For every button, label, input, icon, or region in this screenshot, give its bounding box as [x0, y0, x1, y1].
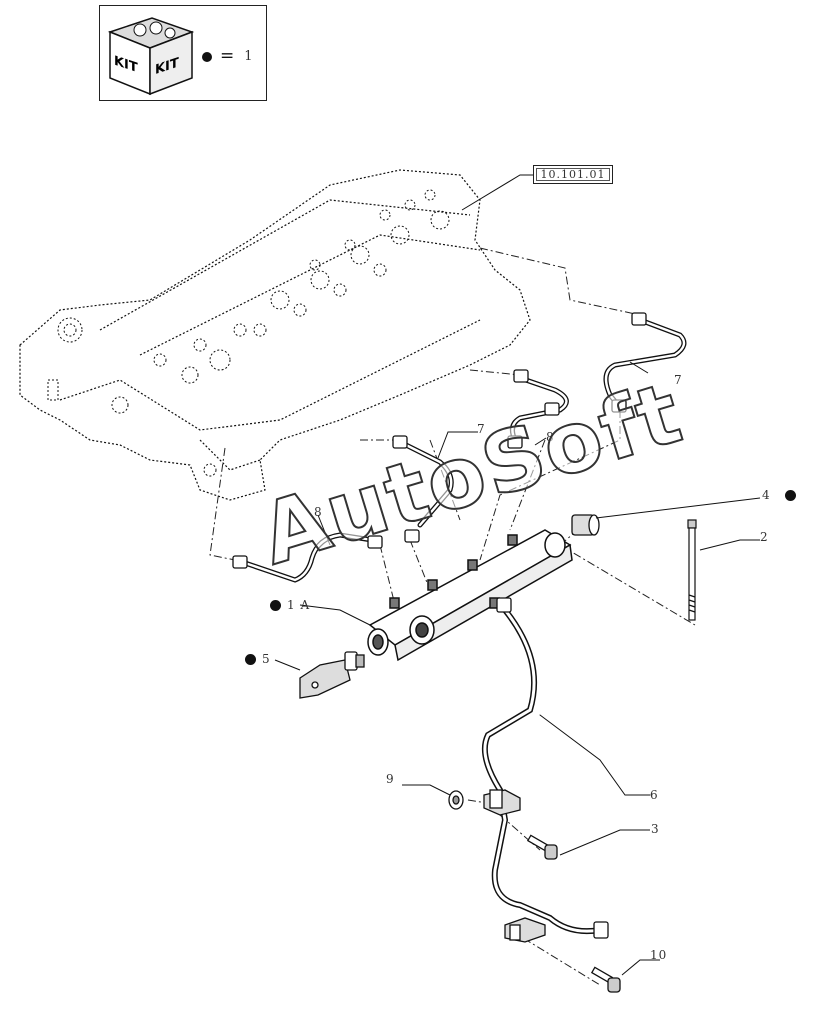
- washer-item-9: [402, 784, 464, 810]
- screw-item-10: [590, 959, 660, 993]
- callout-9: 9: [386, 772, 395, 786]
- common-rail: [367, 529, 573, 662]
- kit-bullet-icon: [202, 51, 212, 62]
- callout-bullet-icon: [245, 654, 256, 665]
- plug-item-4: [571, 497, 761, 536]
- kit-equation: =1: [202, 46, 255, 66]
- callout-4-label: 4: [762, 488, 771, 502]
- sensor-item-5: [299, 651, 365, 699]
- kit-legend: KIT KIT: [99, 5, 267, 101]
- callout-3: 3: [651, 822, 660, 836]
- pipe-item-6: [482, 597, 651, 939]
- bolt-item-2: [687, 519, 760, 621]
- kit-equals: =: [220, 46, 237, 66]
- callout-1A-label: 1 A: [287, 598, 311, 612]
- callout-10: 10: [650, 948, 668, 962]
- callout-7b: 7: [477, 422, 486, 436]
- callout-4: 4: [762, 488, 802, 502]
- callout-bullet-icon: [270, 600, 281, 611]
- callout-8b: 8: [314, 505, 323, 519]
- cylinder-head: [19, 169, 531, 501]
- screw-item-3: [526, 829, 650, 860]
- callout-5: 5: [245, 652, 271, 666]
- reference-box: 10.101.01: [533, 165, 613, 184]
- kit-qty: 1: [244, 49, 255, 64]
- clamps: [483, 789, 546, 943]
- callout-7a: 7: [674, 373, 683, 387]
- callout-bullet-icon: [784, 490, 796, 501]
- callout-8a: 8: [546, 430, 555, 444]
- callout-6: 6: [650, 788, 659, 802]
- callout-2: 2: [760, 530, 769, 544]
- kit-box-icon: KIT KIT: [107, 17, 195, 96]
- callout-5-label: 5: [262, 652, 271, 666]
- callout-1A: 1 A: [270, 598, 310, 612]
